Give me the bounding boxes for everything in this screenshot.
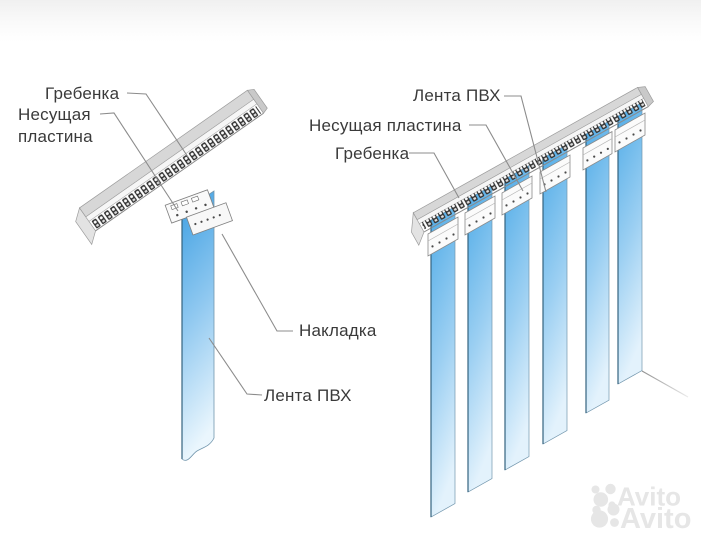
leader-pvc-right bbox=[504, 95, 547, 193]
left-pvc-strip bbox=[181, 190, 215, 461]
right-carrier-plates bbox=[427, 112, 646, 257]
right-rail-comb-teeth bbox=[421, 99, 647, 232]
left-assembly bbox=[75, 88, 268, 461]
left-rail bbox=[75, 88, 268, 246]
carrier-plate-2 bbox=[464, 195, 496, 236]
left-rail-right-cap bbox=[246, 88, 268, 114]
leader-pvc-left bbox=[208, 337, 263, 396]
right-rail-front-band bbox=[416, 94, 645, 225]
carrier-plate-4 bbox=[539, 154, 571, 195]
leader-carrier-right bbox=[469, 124, 524, 192]
right-rail bbox=[411, 86, 654, 247]
pvc-strip-1 bbox=[430, 206, 456, 518]
left-carrier-plate bbox=[164, 189, 215, 224]
right-rail-bottom-edge bbox=[423, 106, 649, 233]
leader-carrier-left bbox=[99, 112, 179, 212]
label-pvc-strip-left: Лента ПВХ bbox=[264, 386, 352, 405]
carrier-plate-1 bbox=[427, 216, 459, 257]
carrier-plate-3 bbox=[501, 175, 533, 216]
leader-comb-right bbox=[409, 152, 460, 199]
leader-lines bbox=[99, 92, 547, 396]
floor-line bbox=[641, 370, 689, 398]
watermark-text-2: Avito bbox=[620, 503, 691, 535]
carrier-plate-5 bbox=[582, 130, 613, 171]
left-rail-bottom-edge bbox=[95, 112, 264, 232]
top-fade-band bbox=[0, 0, 701, 42]
label-pvc-strip-right: Лента ПВХ bbox=[413, 86, 501, 105]
pvc-strip-2 bbox=[467, 185, 493, 493]
avito-logo-icon bbox=[591, 483, 616, 509]
label-carrier-plate-right: Несущая пластина bbox=[309, 116, 462, 135]
carrier-plate-6 bbox=[614, 112, 646, 153]
right-assembly bbox=[411, 86, 689, 518]
left-overlay-plate bbox=[185, 202, 233, 236]
label-carrier-plate-left: Несущая пластина bbox=[18, 105, 93, 147]
left-rail-comb-teeth bbox=[90, 104, 262, 229]
watermark: Avito Avito bbox=[590, 482, 691, 535]
watermark-text-1: Avito bbox=[617, 482, 681, 512]
right-rail-right-cap bbox=[637, 86, 654, 108]
label-comb-right: Гребенка bbox=[335, 144, 410, 163]
avito-logo-icon-2 bbox=[590, 503, 620, 528]
label-comb-left: Гребенка bbox=[45, 84, 120, 103]
right-pvc-strips bbox=[430, 102, 643, 518]
leader-overlay-left bbox=[221, 233, 293, 332]
leader-comb-left bbox=[126, 92, 189, 158]
label-overlay: Накладка bbox=[299, 321, 377, 340]
